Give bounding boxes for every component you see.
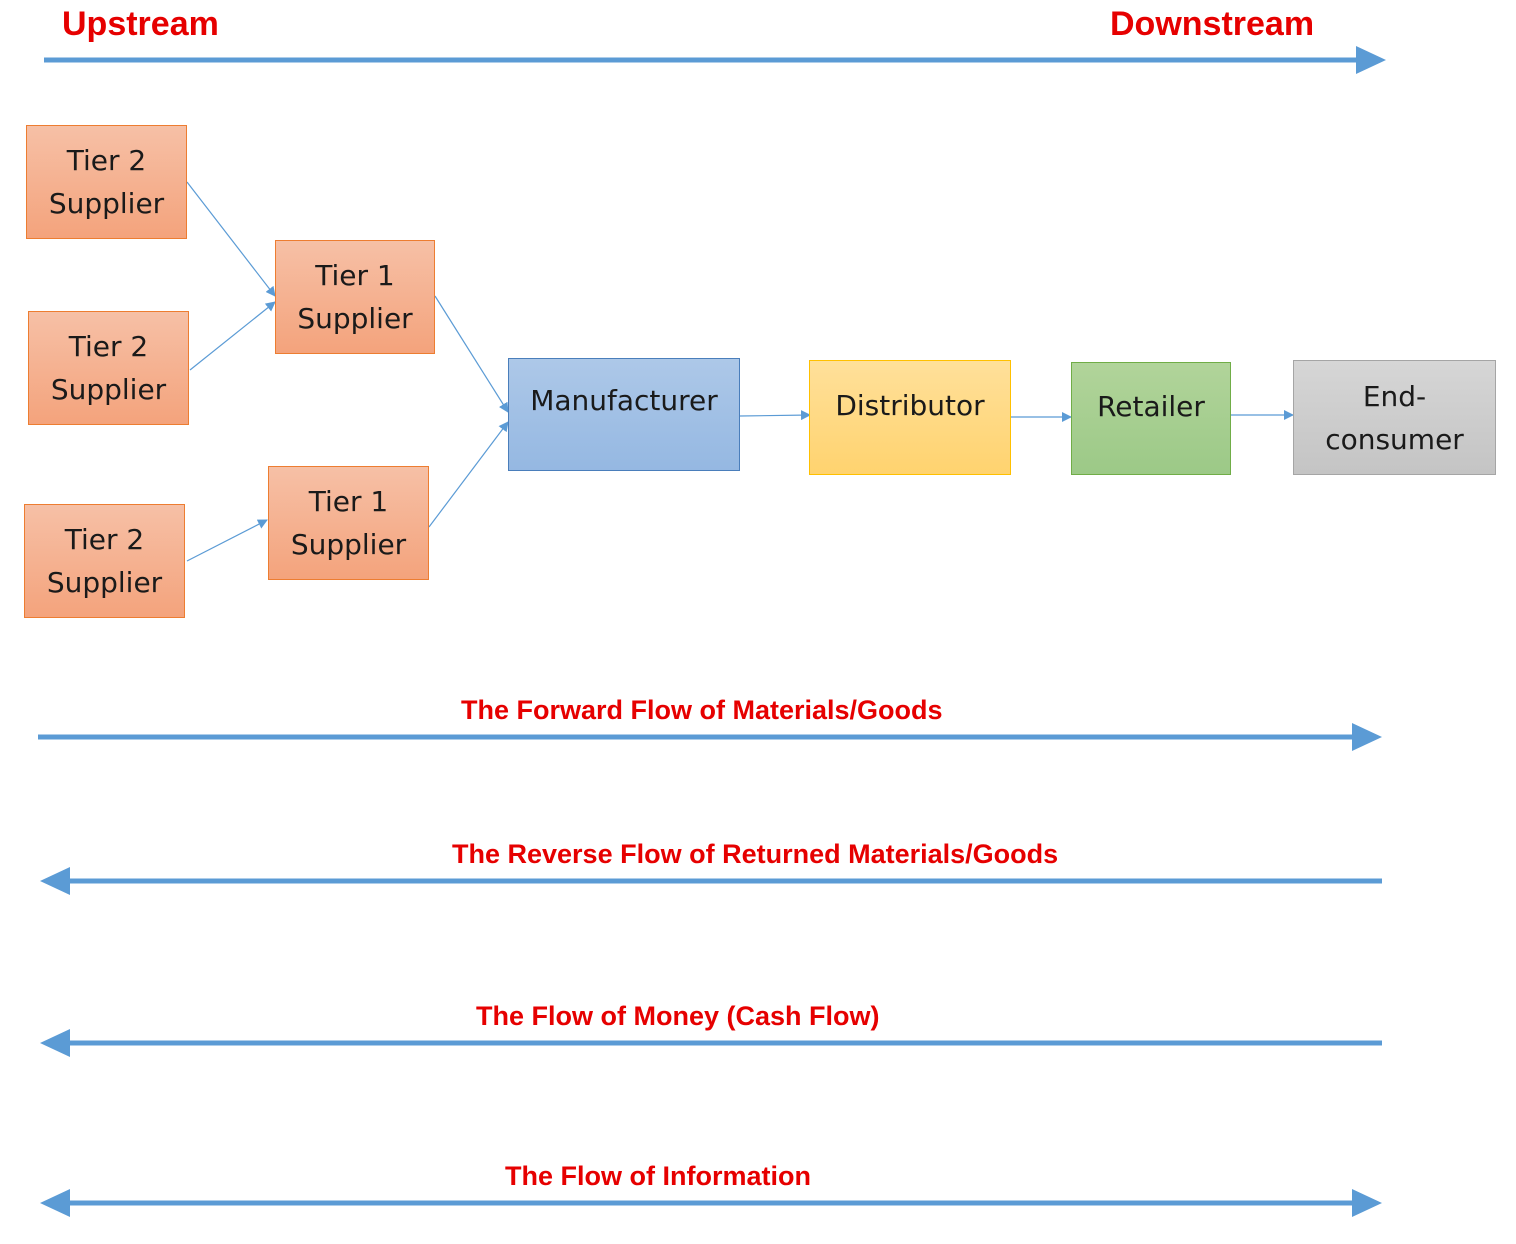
- node-line1: Tier 1: [308, 485, 389, 518]
- node-text: Tier 2 Supplier: [49, 139, 164, 225]
- forward-flow-arrow: [38, 723, 1382, 751]
- money-flow-arrow: [40, 1029, 1382, 1057]
- tier2-supplier-node: Tier 2 Supplier: [24, 504, 185, 618]
- node-line2: Supplier: [297, 302, 413, 335]
- node-line2: Supplier: [48, 187, 165, 220]
- node-line1: Tier 2: [64, 523, 145, 556]
- connector-t1b-manufacturer: [428, 421, 509, 528]
- forward-flow-label: The Forward Flow of Materials/Goods: [461, 695, 943, 725]
- tier1-supplier-node: Tier 1 Supplier: [275, 240, 435, 354]
- upstream-label: Upstream: [62, 5, 219, 43]
- node-line2: Supplier: [46, 566, 163, 599]
- tier1-supplier-node: Tier 1 Supplier: [268, 466, 429, 580]
- connector-t1a-manufacturer: [434, 295, 509, 413]
- manufacturer-node: Manufacturer: [508, 358, 740, 471]
- connector-manufacturer-distributor: [739, 410, 811, 421]
- node-line1: Tier 2: [68, 330, 149, 363]
- tier2-supplier-node: Tier 2 Supplier: [26, 125, 187, 239]
- node-text: End- consumer: [1325, 375, 1464, 461]
- tier2-supplier-node: Tier 2 Supplier: [28, 311, 189, 425]
- node-line1: Tier 2: [66, 144, 147, 177]
- connector-t2c-t1b: [186, 519, 268, 562]
- information-flow-label: The Flow of Information: [505, 1161, 811, 1191]
- node-line1: Tier 1: [315, 259, 395, 292]
- manufacturer-label: Manufacturer: [530, 384, 718, 417]
- node-text: Tier 1 Supplier: [291, 480, 406, 566]
- node-text: Tier 2 Supplier: [47, 518, 162, 604]
- node-line2: Supplier: [290, 528, 407, 561]
- money-flow-label: The Flow of Money (Cash Flow): [476, 1001, 880, 1031]
- distributor-node: Distributor: [809, 360, 1011, 475]
- connector-arrows: [186, 181, 1294, 562]
- node-text: Tier 1 Supplier: [297, 254, 412, 340]
- node-line2: Supplier: [50, 373, 167, 406]
- upstream-downstream-arrow: [44, 46, 1386, 74]
- connector-t2a-t1a: [186, 181, 276, 297]
- reverse-flow-label: The Reverse Flow of Returned Materials/G…: [452, 839, 1059, 869]
- node-line1: End-: [1362, 379, 1427, 413]
- node-text: Tier 2 Supplier: [51, 325, 166, 411]
- distributor-label: Distributor: [835, 389, 985, 422]
- node-line2: consumer: [1325, 422, 1464, 456]
- retailer-node: Retailer: [1071, 362, 1231, 475]
- connector-t2b-t1a: [189, 301, 276, 371]
- information-flow-arrow: [40, 1189, 1382, 1217]
- downstream-label: Downstream: [1110, 5, 1315, 43]
- retailer-label: Retailer: [1097, 390, 1205, 423]
- end-consumer-node: End- consumer: [1293, 360, 1496, 475]
- reverse-flow-arrow: [40, 867, 1382, 895]
